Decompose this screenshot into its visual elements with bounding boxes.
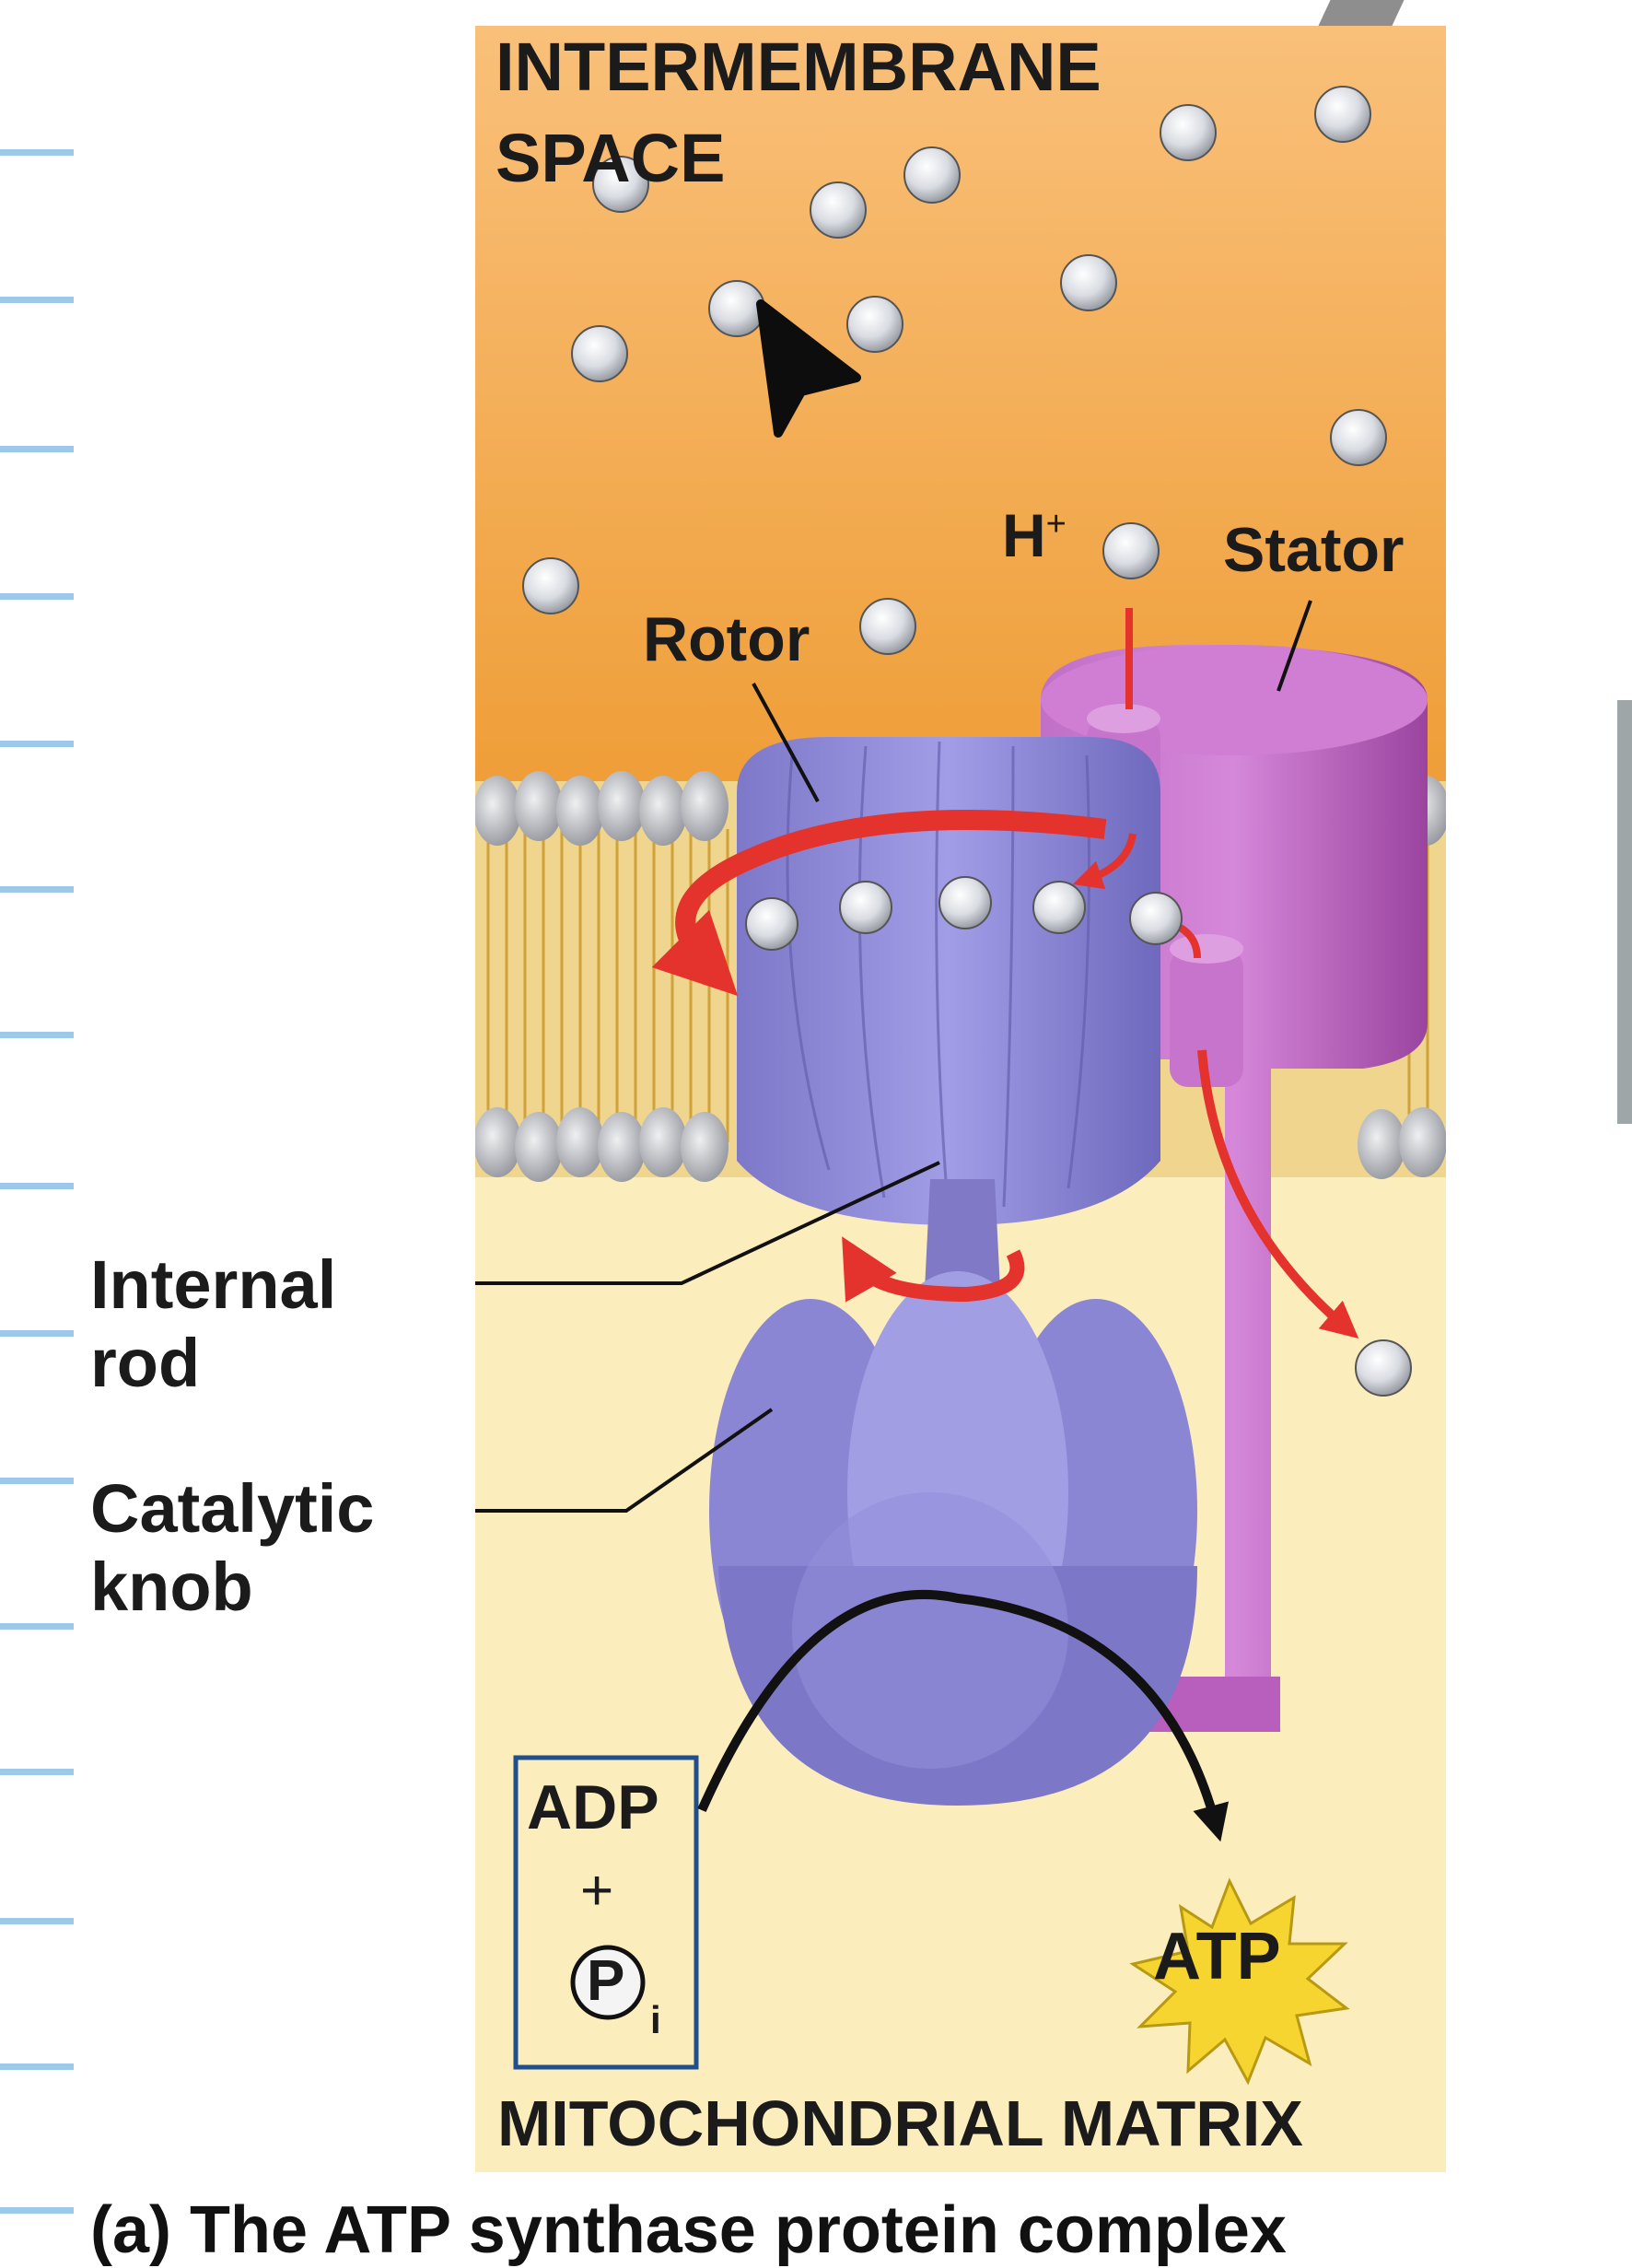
proton-into-rotor-arrow [1072,833,1137,890]
h-plus-label: H+ [1002,505,1067,566]
adp-to-atp-arrow [697,1590,1230,1842]
adp-box [513,1755,699,2070]
rotor-rotation-arrow [651,810,1107,997]
catalytic-knob-label: Catalytic knob [90,1470,375,1626]
membrane-heads-top [475,771,1446,846]
rotor-label: Rotor [643,604,810,674]
membrane-heads-bottom [475,1107,1446,1182]
free-protons [522,86,1412,1397]
atp-label: ATP [1153,1920,1281,1993]
h-plus-superscript: + [1045,505,1067,544]
leader-lines [475,600,1312,1513]
rotor-bound-protons [745,876,1183,951]
phosphate-circle [570,1945,646,2020]
mitochondrial-matrix-label: MITOCHONDRIAL MATRIX [497,2087,1303,2159]
h-plus-symbol: H [1002,501,1046,569]
phosphate-subscript: i [650,1998,661,2041]
arrow-cursor-icon [756,299,861,438]
figure-caption: (a) The ATP synthase protein complex [90,2193,1287,2267]
rod-rotation-arrow [842,1236,1025,1303]
stator-label: Stator [1223,515,1405,585]
intermembrane-space-label-line1: INTERMEMBRANE [495,29,1102,105]
proton-exit-arrow [1197,1049,1359,1339]
atp-starburst [1129,1877,1350,2086]
plus-sign: + [580,1859,614,1923]
internal-rod-label: Internal rod [90,1246,337,1402]
intermembrane-space-label-line2: SPACE [495,120,726,196]
phosphate-label: P [587,1949,625,2013]
adp-label: ADP [527,1772,659,1842]
adjacent-figure-edge [1617,700,1632,1124]
catalytic-knob [709,1271,1197,1806]
